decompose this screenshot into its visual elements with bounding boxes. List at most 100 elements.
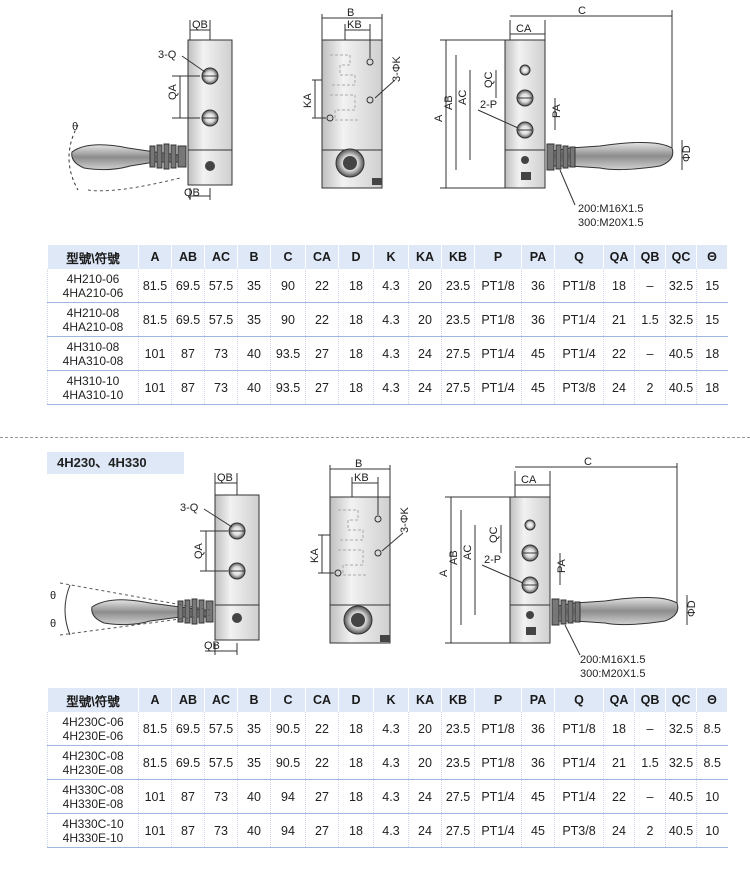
cell: 73: [204, 779, 238, 814]
header-pa: PA: [521, 245, 555, 269]
model-name: 4H330C-08: [62, 782, 124, 797]
label-ka-2: KA: [309, 548, 321, 563]
label-kb-2: KB: [354, 472, 369, 484]
cell: 94: [270, 813, 306, 848]
model-name: 4HA210-08: [62, 319, 124, 334]
cell: 27: [305, 336, 339, 371]
cell: PT3/8: [554, 370, 604, 405]
cell: 35: [237, 712, 271, 746]
right-view-2: C CA A AB AC QC 2-P PA ΦD 200:M16X1.5 30…: [438, 456, 698, 680]
cell: 36: [521, 302, 555, 337]
header-k: K: [373, 245, 409, 269]
cell: 23.5: [441, 269, 475, 303]
table-header-row: 型號\符號 A AB AC B C CA D K KA KB P PA Q QA…: [47, 688, 728, 712]
cell: PT1/4: [554, 745, 604, 780]
cell: 35: [237, 269, 271, 303]
cell: –: [634, 779, 666, 814]
cell: 87: [171, 336, 205, 371]
header-ac: AC: [204, 245, 238, 269]
cell: 40.5: [665, 336, 697, 371]
label-pa-2: PA: [556, 558, 568, 573]
cell: 93.5: [270, 370, 306, 405]
cell: 24: [408, 813, 442, 848]
model-name: 4H230C-08: [62, 748, 124, 763]
cell: 4.3: [373, 813, 409, 848]
header-ca: CA: [305, 688, 339, 712]
label-b-2: B: [355, 458, 362, 470]
label-ac: AC: [457, 90, 469, 105]
model-name: 4H230C-06: [62, 714, 124, 729]
label-c: C: [578, 5, 586, 17]
cell: 22: [603, 336, 635, 371]
header-b: B: [237, 245, 271, 269]
cell: 1.5: [634, 302, 666, 337]
cell: 57.5: [204, 269, 238, 303]
cell: 101: [138, 813, 172, 848]
cell: 22: [305, 712, 339, 746]
cell: 20: [408, 712, 442, 746]
cell: 40.5: [665, 779, 697, 814]
label-qc-2: QC: [488, 526, 500, 543]
cell: 101: [138, 336, 172, 371]
header-a: A: [138, 688, 172, 712]
cell: 18: [603, 712, 635, 746]
cell: 4.3: [373, 712, 409, 746]
cell: 4.3: [373, 269, 409, 303]
cell: 90.5: [270, 745, 306, 780]
cell: 36: [521, 269, 555, 303]
header-ka: KA: [408, 245, 442, 269]
label-p: 2-P: [480, 99, 497, 111]
cell: 90: [270, 302, 306, 337]
cell: 10: [696, 779, 728, 814]
header-c: C: [270, 245, 306, 269]
cell: 81.5: [138, 745, 172, 780]
label-ab-2: AB: [448, 550, 460, 565]
label-thread-300-2: 300:M20X1.5: [580, 668, 645, 680]
cell: 8.5: [696, 745, 728, 780]
label-theta: θ: [72, 121, 78, 133]
header-model: 型號\符號: [47, 245, 139, 269]
header-theta: Θ: [696, 245, 728, 269]
cell: 23.5: [441, 712, 475, 746]
cell: PT1/4: [474, 370, 522, 405]
header-qc: QC: [665, 688, 697, 712]
section-title: 4H230、4H330: [47, 452, 184, 474]
cell: 45: [521, 779, 555, 814]
cell: 45: [521, 813, 555, 848]
model-name: 4H310-08: [66, 339, 120, 354]
label-d: ΦD: [681, 145, 693, 162]
header-ac: AC: [204, 688, 238, 712]
cell: 73: [204, 336, 238, 371]
cell: 24: [603, 813, 635, 848]
header-ab: AB: [171, 245, 205, 269]
cell: 27.5: [441, 813, 475, 848]
label-a: A: [433, 114, 445, 122]
lever-handle-2: [91, 599, 214, 626]
header-qc: QC: [665, 245, 697, 269]
cell: –: [634, 712, 666, 746]
side-view-2: B KB 3-ΦK KA: [309, 458, 411, 644]
cell: 18: [338, 779, 374, 814]
cell: PT1/8: [554, 712, 604, 746]
cell: 81.5: [138, 712, 172, 746]
cell: 40: [237, 370, 271, 405]
cell: 73: [204, 813, 238, 848]
cell: 4.3: [373, 302, 409, 337]
label-q-2: 3-Q: [180, 502, 199, 514]
label-qa: QA: [167, 83, 179, 100]
header-qa: QA: [603, 245, 635, 269]
cell: 4.3: [373, 336, 409, 371]
label-theta-2b: θ: [50, 618, 56, 630]
header-qb: QB: [634, 245, 666, 269]
front-view-2: θ θ QB 3-Q QA QB: [50, 472, 260, 655]
cell: 27: [305, 779, 339, 814]
